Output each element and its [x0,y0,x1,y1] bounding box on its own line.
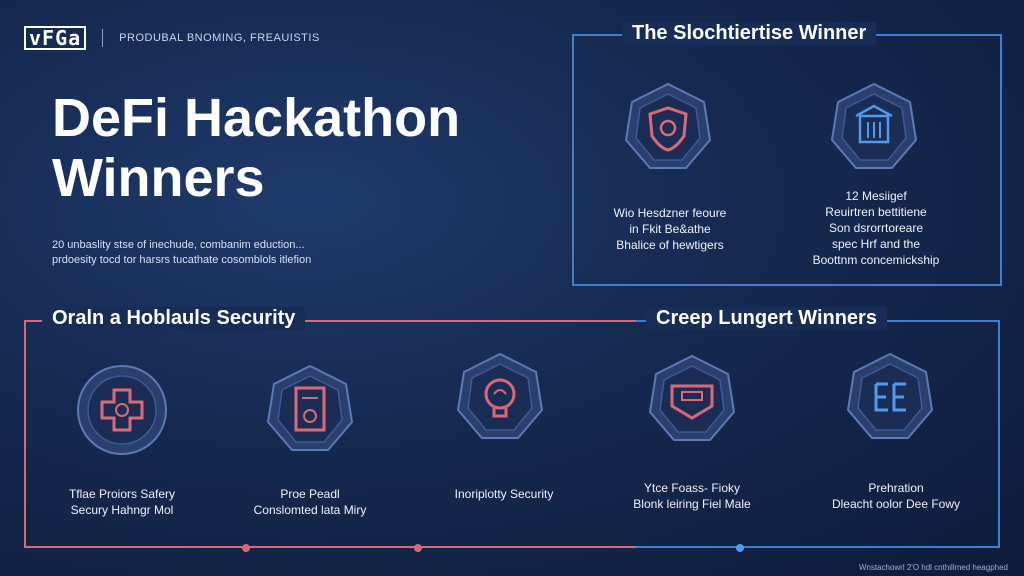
caption-line: Son dsrorrtoreare [828,221,924,235]
top-winner-caption-2: 12 Mesiigef Reuirtren bettitiene Son dsr… [776,188,976,268]
medical-cross-icon [77,365,167,455]
brain-icon [456,352,544,439]
frame-edge-top-left [24,320,636,322]
caption-line: Wio Hesdzner feoure [613,206,727,220]
page-title: DeFi Hackathon Winners [52,88,460,208]
bottom-winner-badge-2[interactable] [262,362,358,458]
top-section-title: The Slochtiertise Winner [622,22,877,45]
document-icon [266,364,354,451]
caption-line: 12 Mesiigef [845,189,907,203]
top-winner-badge-2[interactable] [826,80,922,176]
caption-line: Conslomted lata Miry [253,503,367,517]
caption-line: Secury Hahngr Mol [70,503,174,517]
building-icon [830,82,918,169]
logo-divider [102,29,104,47]
caption-line: Dleacht oolor Dee Fowy [831,497,961,511]
timeline-dot [414,544,422,552]
timeline-dot [736,544,744,552]
intro-line-2: prdoesity tocd tor harsrs tucathate coso… [52,254,312,266]
caption-line: Prehration [868,481,924,495]
shield-icon [624,82,712,169]
bottom-right-section-title: Creep Lungert Winners [646,307,887,330]
footer-credit: Wnstachowrl 2'O hdl cnthillmed heagphed [858,563,1008,572]
bottom-winner-caption-4: Ytce Foass- Fioky Blonk leiring Fiel Mal… [592,480,792,512]
code-icon [846,352,934,439]
frame-edge-bottom-right [636,546,1000,548]
intro-text: 20 unbaslity stse of inechude, combanim … [52,238,392,268]
bottom-winner-badge-4[interactable] [644,352,740,448]
caption-line: Reuirtren bettitiene [825,205,927,219]
display-icon [648,354,736,441]
bottom-winner-caption-5: Prehration Dleacht oolor Dee Fowy [796,480,996,512]
header-logo: vFGa PRODUBAL BNOMING, FREAUISTIS [24,26,320,50]
caption-line: Tflae Proiors Safery [68,487,176,501]
caption-line: Proe Peadl [280,487,340,501]
top-winner-caption-1: Wio Hesdzner feoure in Fkit Be&athe Bhal… [570,205,770,253]
bottom-left-section-title: Oraln a Hoblauls Security [42,307,306,330]
caption-line: Ytce Foass- Fioky [643,481,741,495]
caption-line: Bhalice of hewtigers [616,238,724,252]
title-line-2: Winners [52,148,265,208]
timeline-dot [242,544,250,552]
caption-line: spec Hrf and the [831,237,921,251]
caption-line: in Fkit Be&athe [629,222,711,236]
bottom-winner-caption-2: Proe Peadl Conslomted lata Miry [210,486,410,518]
logo-mark: vFGa [24,26,87,50]
frame-edge-left [24,320,26,548]
frame-edge-right [998,320,1000,548]
bottom-winner-badge-1[interactable] [74,362,170,458]
frame-edge-bottom-left [24,546,636,548]
caption-line: Blonk leiring Fiel Male [633,497,751,511]
logo-tagline: PRODUBAL BNOMING, FREAUISTIS [119,32,320,44]
top-winner-badge-1[interactable] [620,80,716,176]
caption-line: Inoriplotty Security [454,487,554,501]
caption-line: Boottnm concemickship [812,253,940,267]
bottom-winner-badge-3[interactable] [452,350,548,446]
bottom-winner-caption-3: Inoriplotty Security [404,486,604,502]
bottom-winner-caption-1: Tflae Proiors Safery Secury Hahngr Mol [22,486,222,518]
bottom-winner-badge-5[interactable] [842,350,938,446]
intro-line-1: 20 unbaslity stse of inechude, combanim … [52,239,305,251]
title-line-1: DeFi Hackathon [52,88,461,148]
